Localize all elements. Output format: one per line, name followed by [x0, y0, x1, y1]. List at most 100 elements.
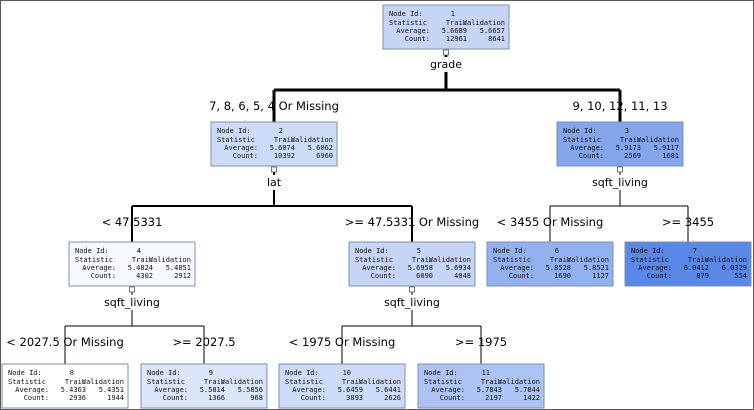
split-variable-3: sqft_living: [592, 176, 648, 189]
validation-average: 5.4851: [166, 264, 191, 272]
node-id-label: Node Id:: [389, 10, 423, 18]
train-average: 5.6074: [270, 144, 295, 152]
node-id-value: 2: [279, 127, 283, 135]
validation-count: 4048: [454, 272, 471, 280]
train-column-header: Train: [412, 256, 433, 264]
validation-count: 2912: [174, 272, 191, 280]
split-variable-1: grade: [430, 58, 462, 71]
node-box: [278, 363, 406, 409]
train-column-header: Train: [65, 378, 86, 386]
statistic-header: Statistic: [355, 256, 393, 264]
node-box: [1, 363, 129, 409]
train-count: 1366: [208, 394, 225, 402]
validation-average: 5.6441: [376, 386, 401, 394]
node-box: [348, 241, 476, 287]
train-average: 5.5814: [200, 386, 225, 394]
average-label: Average:: [224, 144, 258, 152]
validation-column-header: Validation: [567, 256, 609, 264]
average-label: Average:: [292, 386, 326, 394]
count-label: Count:: [91, 272, 116, 280]
node-box: [417, 363, 545, 409]
average-label: Average:: [638, 264, 672, 272]
statistic-header: Statistic: [75, 256, 113, 264]
count-label: Count:: [163, 394, 188, 402]
statistic-header: Statistic: [8, 378, 46, 386]
node-id-value: 8: [70, 369, 74, 377]
node-id-label: Node Id:: [217, 127, 251, 135]
train-count: 12961: [446, 35, 467, 43]
validation-count: 1422: [523, 394, 540, 402]
node-id-value: 3: [625, 127, 629, 135]
node-id-label: Node Id:: [493, 247, 527, 255]
collapse-toggle-icon[interactable]: [443, 49, 449, 56]
train-column-header: Train: [688, 256, 709, 264]
train-count: 3893: [346, 394, 363, 402]
validation-column-header: Validation: [429, 256, 471, 264]
validation-column-header: Validation: [637, 136, 679, 144]
count-label: Count:: [440, 394, 465, 402]
statistic-header: Statistic: [631, 256, 669, 264]
validation-average: 5.9117: [654, 144, 679, 152]
validation-column-header: Validation: [498, 378, 540, 386]
validation-count: 1127: [592, 272, 609, 280]
validation-column-header: Validation: [149, 256, 191, 264]
split-label-background: [590, 175, 650, 190]
node-id-label: Node Id:: [631, 247, 665, 255]
train-count: 879: [696, 272, 709, 280]
count-label: Count:: [579, 152, 604, 160]
average-label: Average:: [570, 144, 604, 152]
node-id-value: 10: [343, 369, 351, 377]
train-count: 10392: [274, 152, 295, 160]
split-label-background: [428, 57, 465, 72]
node-id-label: Node Id:: [563, 127, 597, 135]
node-id-label: Node Id:: [424, 369, 458, 377]
branch-label-2: 7, 8, 6, 5, 4 Or Missing: [209, 99, 339, 113]
branch-label-7: >= 3455: [662, 215, 714, 229]
validation-column-header: Validation: [221, 378, 263, 386]
node-id-value: 6: [555, 247, 559, 255]
train-average: 5.8528: [546, 264, 571, 272]
train-column-header: Train: [620, 136, 641, 144]
train-column-header: Train: [132, 256, 153, 264]
node-id-value: 11: [482, 369, 490, 377]
validation-average: 6.0329: [722, 264, 747, 272]
node-box: [624, 241, 752, 287]
collapse-toggle-icon[interactable]: [617, 166, 623, 173]
validation-average: 5.7844: [515, 386, 540, 394]
collapse-toggle-icon[interactable]: [271, 166, 277, 173]
train-average: 5.6958: [408, 264, 433, 272]
train-average: 5.6459: [338, 386, 363, 394]
validation-count: 6960: [316, 152, 333, 160]
validation-average: 5.4351: [99, 386, 124, 394]
node-box: [68, 241, 196, 287]
node-id-label: Node Id:: [285, 369, 319, 377]
validation-column-header: Validation: [463, 19, 505, 27]
validation-column-header: Validation: [82, 378, 124, 386]
average-label: Average:: [82, 264, 116, 272]
node-id-label: Node Id:: [8, 369, 42, 377]
train-column-header: Train: [204, 378, 225, 386]
collapse-toggle-icon[interactable]: [409, 286, 415, 293]
validation-count: 1944: [107, 394, 124, 402]
statistic-header: Statistic: [217, 136, 255, 144]
validation-column-header: Validation: [705, 256, 747, 264]
collapse-toggle-icon[interactable]: [129, 286, 135, 293]
branch-label-11: >= 1975: [455, 335, 507, 349]
train-average: 5.6689: [442, 27, 467, 35]
node-box: [382, 4, 510, 50]
validation-count: 968: [250, 394, 263, 402]
train-average: 5.9173: [616, 144, 641, 152]
